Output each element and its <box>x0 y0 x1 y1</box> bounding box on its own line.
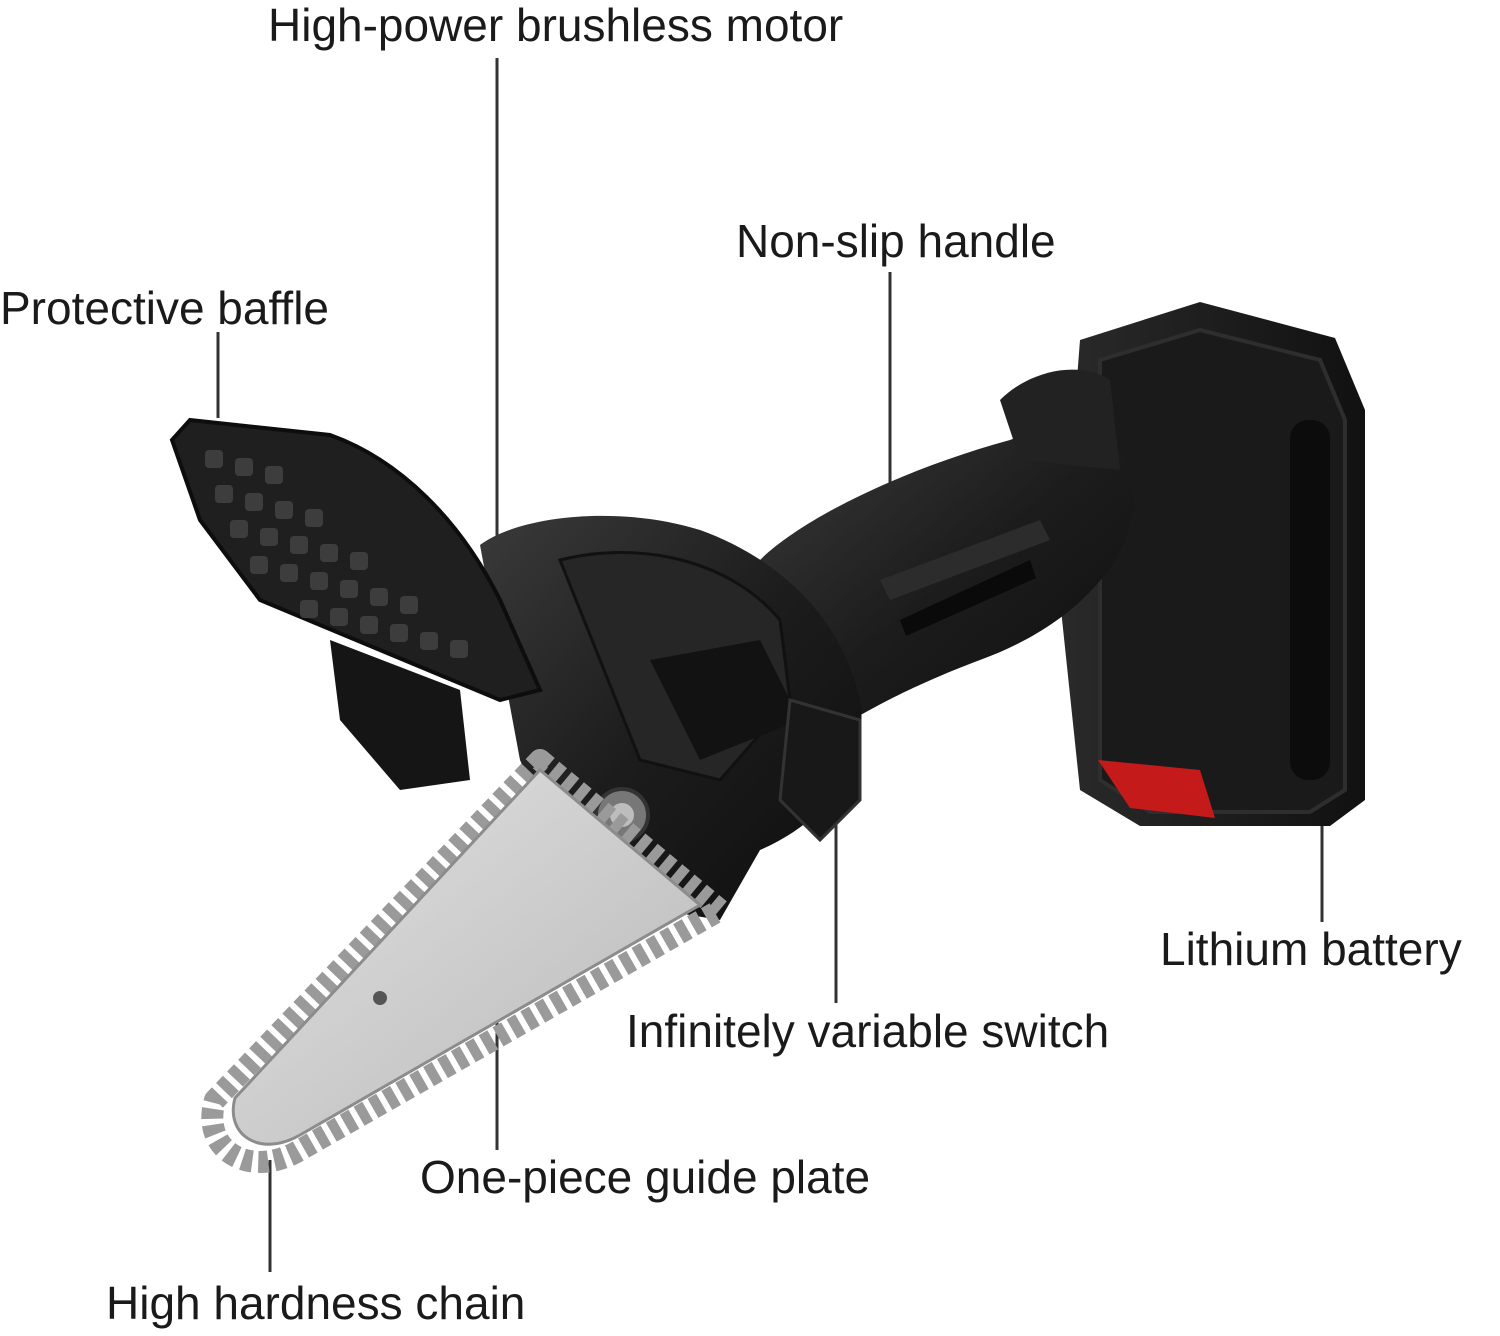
chain-loop <box>201 749 731 1173</box>
non-slip-handle <box>760 369 1134 740</box>
label-one-piece-guide-plate: One-piece guide plate <box>420 1151 871 1203</box>
label-protective-baffle: Protective baffle <box>0 282 330 334</box>
lithium-battery-pack <box>1060 302 1365 826</box>
protective-baffle <box>169 417 543 790</box>
guide-plate-and-chain <box>201 749 731 1173</box>
battery-release-button <box>1098 760 1215 818</box>
label-high-hardness-chain: High hardness chain <box>106 1277 526 1329</box>
label-infinitely-variable-switch: Infinitely variable switch <box>626 1005 1110 1057</box>
label-lithium-battery: Lithium battery <box>1160 923 1462 975</box>
infinitely-variable-switch <box>778 698 862 843</box>
label-non-slip-handle: Non-slip handle <box>736 215 1056 267</box>
one-piece-guide-plate <box>231 767 703 1146</box>
label-high-power-brushless-motor: High-power brushless motor <box>268 0 844 51</box>
